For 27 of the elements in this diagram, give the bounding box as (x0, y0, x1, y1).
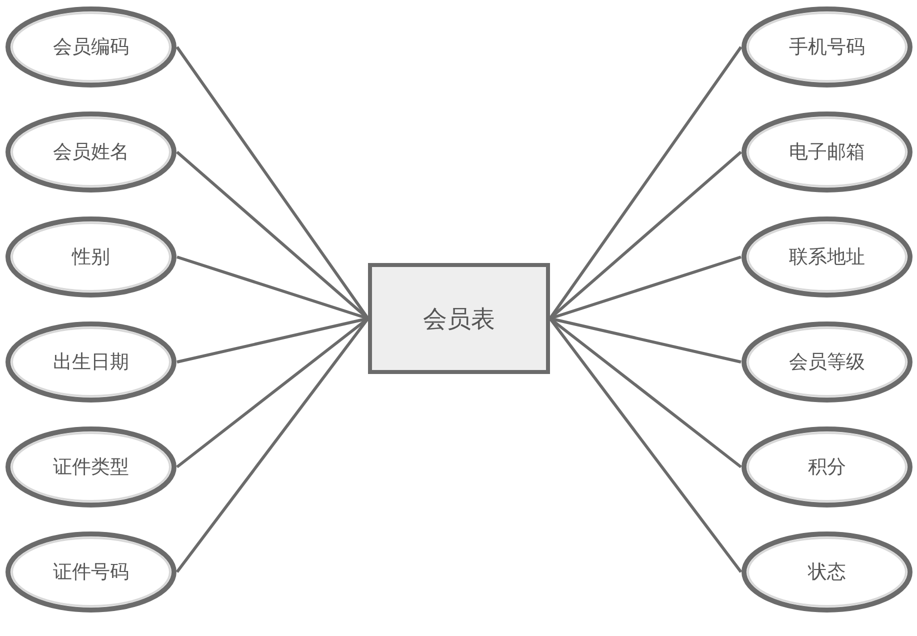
attribute-ellipse (741, 6, 913, 88)
attribute-name: 证件号码 (53, 560, 129, 585)
attribute-name: 会员等级 (789, 350, 865, 375)
attribute-ellipse (5, 6, 177, 88)
attribute-name: 联系地址 (789, 245, 865, 270)
attribute-name: 证件类型 (53, 455, 129, 480)
attribute-name: 会员姓名 (53, 140, 129, 165)
attribute-ellipse (741, 531, 913, 613)
attribute-name: 出生日期 (53, 350, 129, 375)
entity-name: 会员表 (423, 304, 495, 334)
entity-box (368, 263, 550, 374)
attribute-ellipse (5, 111, 177, 193)
attribute-name: 会员编码 (53, 35, 129, 60)
attribute-ellipse (741, 426, 913, 508)
attribute-name: 积分 (808, 455, 846, 480)
attribute-name: 状态 (808, 560, 846, 585)
attribute-ellipse (741, 216, 913, 298)
attribute-name: 性别 (72, 245, 110, 270)
connector-line (176, 318, 370, 573)
attribute-ellipse (5, 426, 177, 508)
attribute-ellipse (741, 321, 913, 403)
attribute-ellipse (5, 531, 177, 613)
attribute-name: 电子邮箱 (789, 140, 865, 165)
attribute-name: 手机号码 (789, 35, 865, 60)
attribute-ellipse (5, 321, 177, 403)
attribute-ellipse (741, 111, 913, 193)
attribute-ellipse (5, 216, 177, 298)
